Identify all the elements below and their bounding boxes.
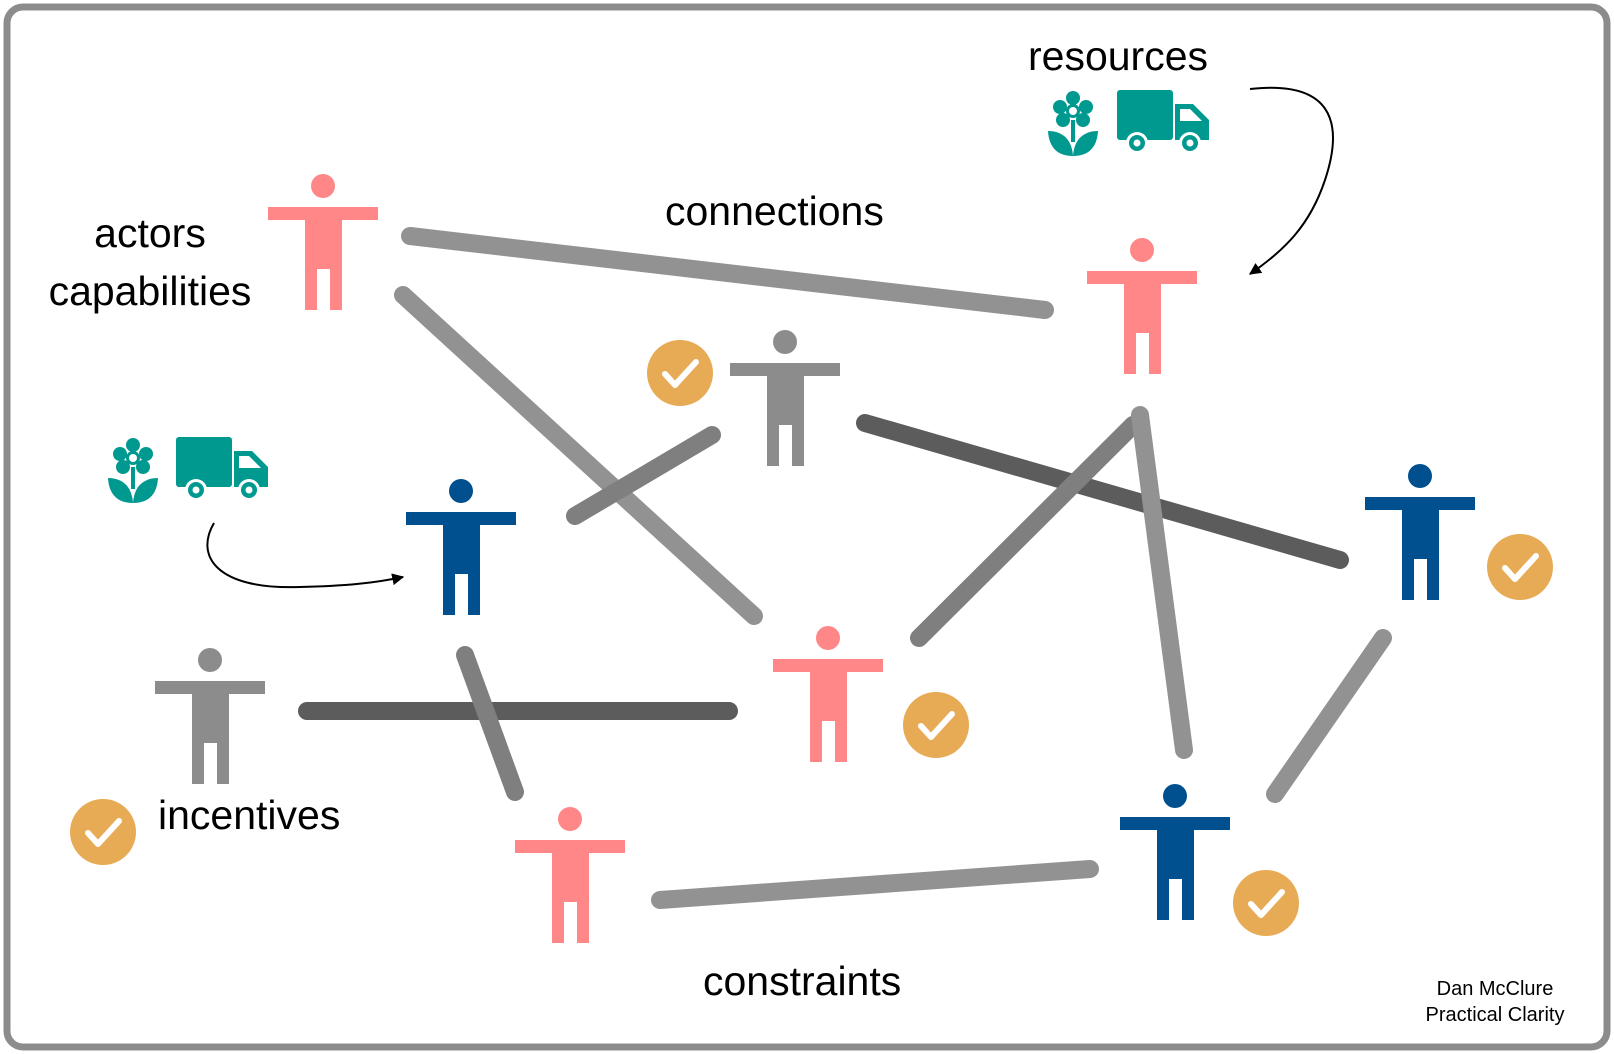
connection-line — [1131, 406, 1193, 759]
connection-line — [394, 286, 763, 625]
connections-group — [298, 227, 1392, 909]
credit-org: Practical Clarity — [1425, 1004, 1565, 1026]
person-icon — [773, 626, 883, 762]
frame-border — [3, 3, 1611, 1051]
flower-icon — [108, 438, 158, 503]
check-badge-icon — [70, 799, 136, 865]
check-badge-icon — [903, 692, 969, 758]
person-icon — [406, 479, 516, 615]
connection-line — [651, 860, 1099, 909]
connection-line — [1266, 629, 1392, 803]
person-icon — [1120, 784, 1230, 920]
connection-line — [401, 227, 1054, 319]
person-icon — [268, 174, 378, 310]
check-badge-icon — [1487, 534, 1553, 600]
resources-group — [108, 90, 1209, 503]
flower-icon — [1048, 91, 1098, 156]
person-icon — [1087, 238, 1197, 374]
credit-name: Dan McClure — [1436, 978, 1554, 1000]
connections-label: connections — [665, 188, 884, 234]
incentives-group — [70, 340, 1553, 936]
connection-line — [910, 416, 1142, 647]
person-icon — [730, 330, 840, 466]
curved-arrow-icon — [1249, 86, 1334, 275]
actors-label: actors — [94, 210, 206, 256]
person-icon — [515, 807, 625, 943]
resources-label: resources — [1028, 33, 1209, 79]
person-icon — [155, 648, 265, 784]
curved-arrow-icon — [206, 522, 405, 589]
incentives-label: incentives — [158, 792, 341, 838]
check-badge-icon — [647, 340, 713, 406]
constraints-label: constraints — [703, 958, 902, 1004]
author-credit: Dan McClure Practical Clarity — [1395, 976, 1595, 1028]
person-icon — [1365, 464, 1475, 600]
check-badge-icon — [1233, 870, 1299, 936]
truck-icon — [176, 437, 268, 501]
truck-icon — [1117, 90, 1209, 154]
connection-line — [856, 414, 1349, 569]
connection-line — [456, 646, 524, 801]
capabilities-label: capabilities — [48, 268, 252, 314]
connection-line — [566, 426, 721, 525]
